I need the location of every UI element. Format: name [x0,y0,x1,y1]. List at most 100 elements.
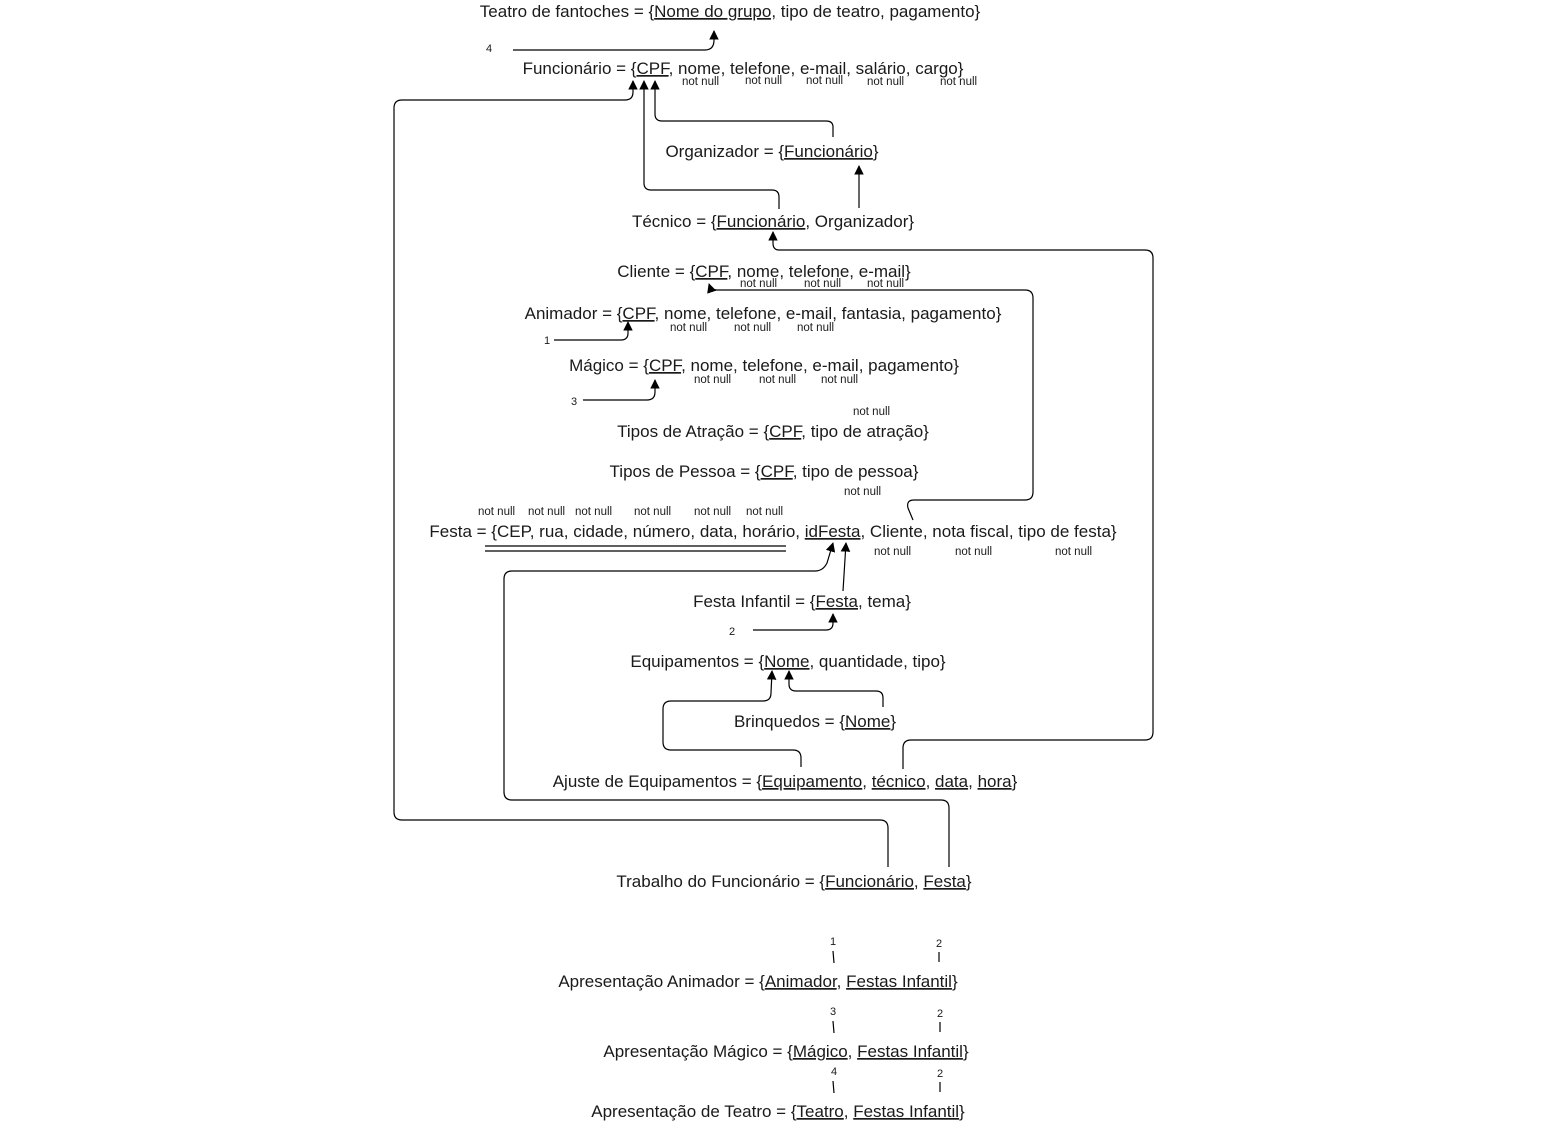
reference-number: 2 [729,626,735,638]
arrow-festa-to-cliente [707,283,1034,521]
relation-text-segment: Organizador = { [665,142,784,161]
key-attribute: CPF [636,59,670,78]
relation-festa: Festa = {CEP, rua, cidade, número, data,… [429,522,1116,541]
relation-text-segment: , nome, telefone, e-mail, pagamento} [681,356,959,375]
key-attribute: Festas Infantil [853,1102,959,1121]
not-null-label: not null [1055,546,1092,558]
relation-text-segment: , [968,772,977,791]
not-null-label: not null [528,506,565,518]
not-null-label: not null [575,506,612,518]
relation-festa-infantil: Festa Infantil = {Festa, tema} [693,592,911,611]
key-attribute: CPF [761,462,795,481]
key-attribute: Festa [923,872,966,891]
relation-animador: Animador = {CPF, nome, telefone, e-mail,… [525,304,1002,323]
relation-brinquedos: Brinquedos = {Nome} [734,712,896,731]
relation-text-segment: Mágico = { [569,356,649,375]
not-null-label: not null [734,322,771,334]
arrow-trabalho-to-festa [503,542,950,867]
relation-funcionario: Funcionário = {CPF, nome, telefone, e-ma… [523,59,964,78]
key-attribute: técnico [872,772,926,791]
relation-tipos-de-atracao: Tipos de Atração = {CPF, tipo de atração… [617,422,929,441]
arrow-trabalho-to-funcionario [393,80,889,867]
reference-number: 4 [831,1066,837,1078]
relation-trabalho-do-funcionario: Trabalho do Funcionário = {Funcionário, … [616,872,972,891]
key-attribute: Funcionário [717,212,806,231]
not-null-label: not null [670,322,707,334]
relation-text-segment: } [873,142,879,161]
relation-organizador: Organizador = {Funcionário} [665,142,878,161]
not-null-label: not null [821,374,858,386]
relation-text-segment: , nome, telefone, e-mail} [727,262,911,281]
not-null-label: not null [694,506,731,518]
relation-text-segment: , quantidade, tipo} [809,652,945,671]
arrow-1-to-animador [554,321,633,341]
key-attribute: data [935,772,969,791]
relation-ajuste-de-equipamentos: Ajuste de Equipamentos = {Equipamento, t… [553,772,1018,791]
reference-number: 2 [937,1008,943,1020]
relation-text-segment: } [959,1102,965,1121]
arrow-ajuste-to-equipamentos [662,670,802,767]
relation-text-segment: Apresentação Animador = { [558,972,765,991]
relation-text-segment: Cliente = { [617,262,695,281]
not-null-label: not null [478,506,515,518]
not-null-label: not null [955,546,992,558]
reference-numbers: 4 1 3 2 1 2 3 2 4 2 [486,43,943,1080]
not-null-label: not null [867,76,904,88]
key-attribute: Mágico [793,1042,848,1061]
relation-text-segment: , nome, telefone, e-mail, fantasia, paga… [655,304,1002,323]
relation-text-segment: } [890,712,896,731]
not-null-label: not null [759,374,796,386]
relation-text-segment: , tipo de pessoa} [793,462,919,481]
arrow-3-to-magico [583,379,660,401]
key-attribute: idFesta [805,522,861,541]
reference-number: 4 [486,43,492,55]
relation-apresentacao-de-teatro: Apresentação de Teatro = {Teatro, Festas… [591,1102,965,1121]
key-attribute: Festa [815,592,858,611]
not-null-label: not null [806,75,843,87]
relation-tipos-de-pessoa: Tipos de Pessoa = {CPF, tipo de pessoa} [610,462,919,481]
not-null-label: not null [682,76,719,88]
arrow-festa-infantil-to-festa [840,542,851,592]
relation-text-segment: Tipos de Atração = { [617,422,769,441]
key-attribute: Teatro [797,1102,844,1121]
key-attribute: CPF [769,422,803,441]
relation-text-segment: Técnico = { [632,212,717,231]
key-attribute: Funcionário [784,142,873,161]
relation-text-segment: Festa = {CEP, rua, cidade, número, data,… [429,522,804,541]
reference-number: 2 [937,1068,943,1080]
key-attribute: Nome [764,652,809,671]
relation-text-segment: Funcionário = { [523,59,637,78]
arrow-ajuste-to-tecnico [768,231,1154,769]
not-null-label: not null [867,278,904,290]
relation-text-segment: Equipamentos = { [630,652,764,671]
key-attribute: CPF [695,262,729,281]
relation-text-segment: Teatro de fantoches = { [480,2,655,21]
key-attribute: CPF [622,304,656,323]
relation-text-segment: , [926,772,935,791]
relation-text-segment: tipo de teatro, pagamento} [776,2,980,21]
relation-text-segment: Festa Infantil = { [693,592,816,611]
not-null-label: not null [797,322,834,334]
relation-text-segment: , [844,1102,853,1121]
reference-number: 3 [571,396,577,408]
arrow-organizador-to-funcionario [650,80,834,137]
key-attribute: CPF [649,356,683,375]
reference-number: 3 [830,1006,836,1018]
not-null-label: not null [844,486,881,498]
not-null-label: not null [634,506,671,518]
reference-number: 1 [830,936,836,948]
not-null-label: not null [740,278,777,290]
reference-tick [832,1080,835,1094]
relation-tecnico: Técnico = {Funcionário, Organizador} [632,212,914,231]
key-attribute: Festas Infantil [846,972,952,991]
relation-text-segment: Ajuste de Equipamentos = { [553,772,763,791]
reference-tick [832,950,835,964]
reference-ticks [832,950,941,1094]
relation-text-segment: Apresentação Mágico = { [603,1042,793,1061]
arrow-2-to-festa-infantil [753,613,838,631]
relation-text-segment: , [862,772,871,791]
foreign-key-arrows [393,30,1154,867]
relation-text-segment: , Cliente, nota fiscal, tipo de festa} [860,522,1116,541]
relation-text-segment: , tipo de atração} [801,422,929,441]
